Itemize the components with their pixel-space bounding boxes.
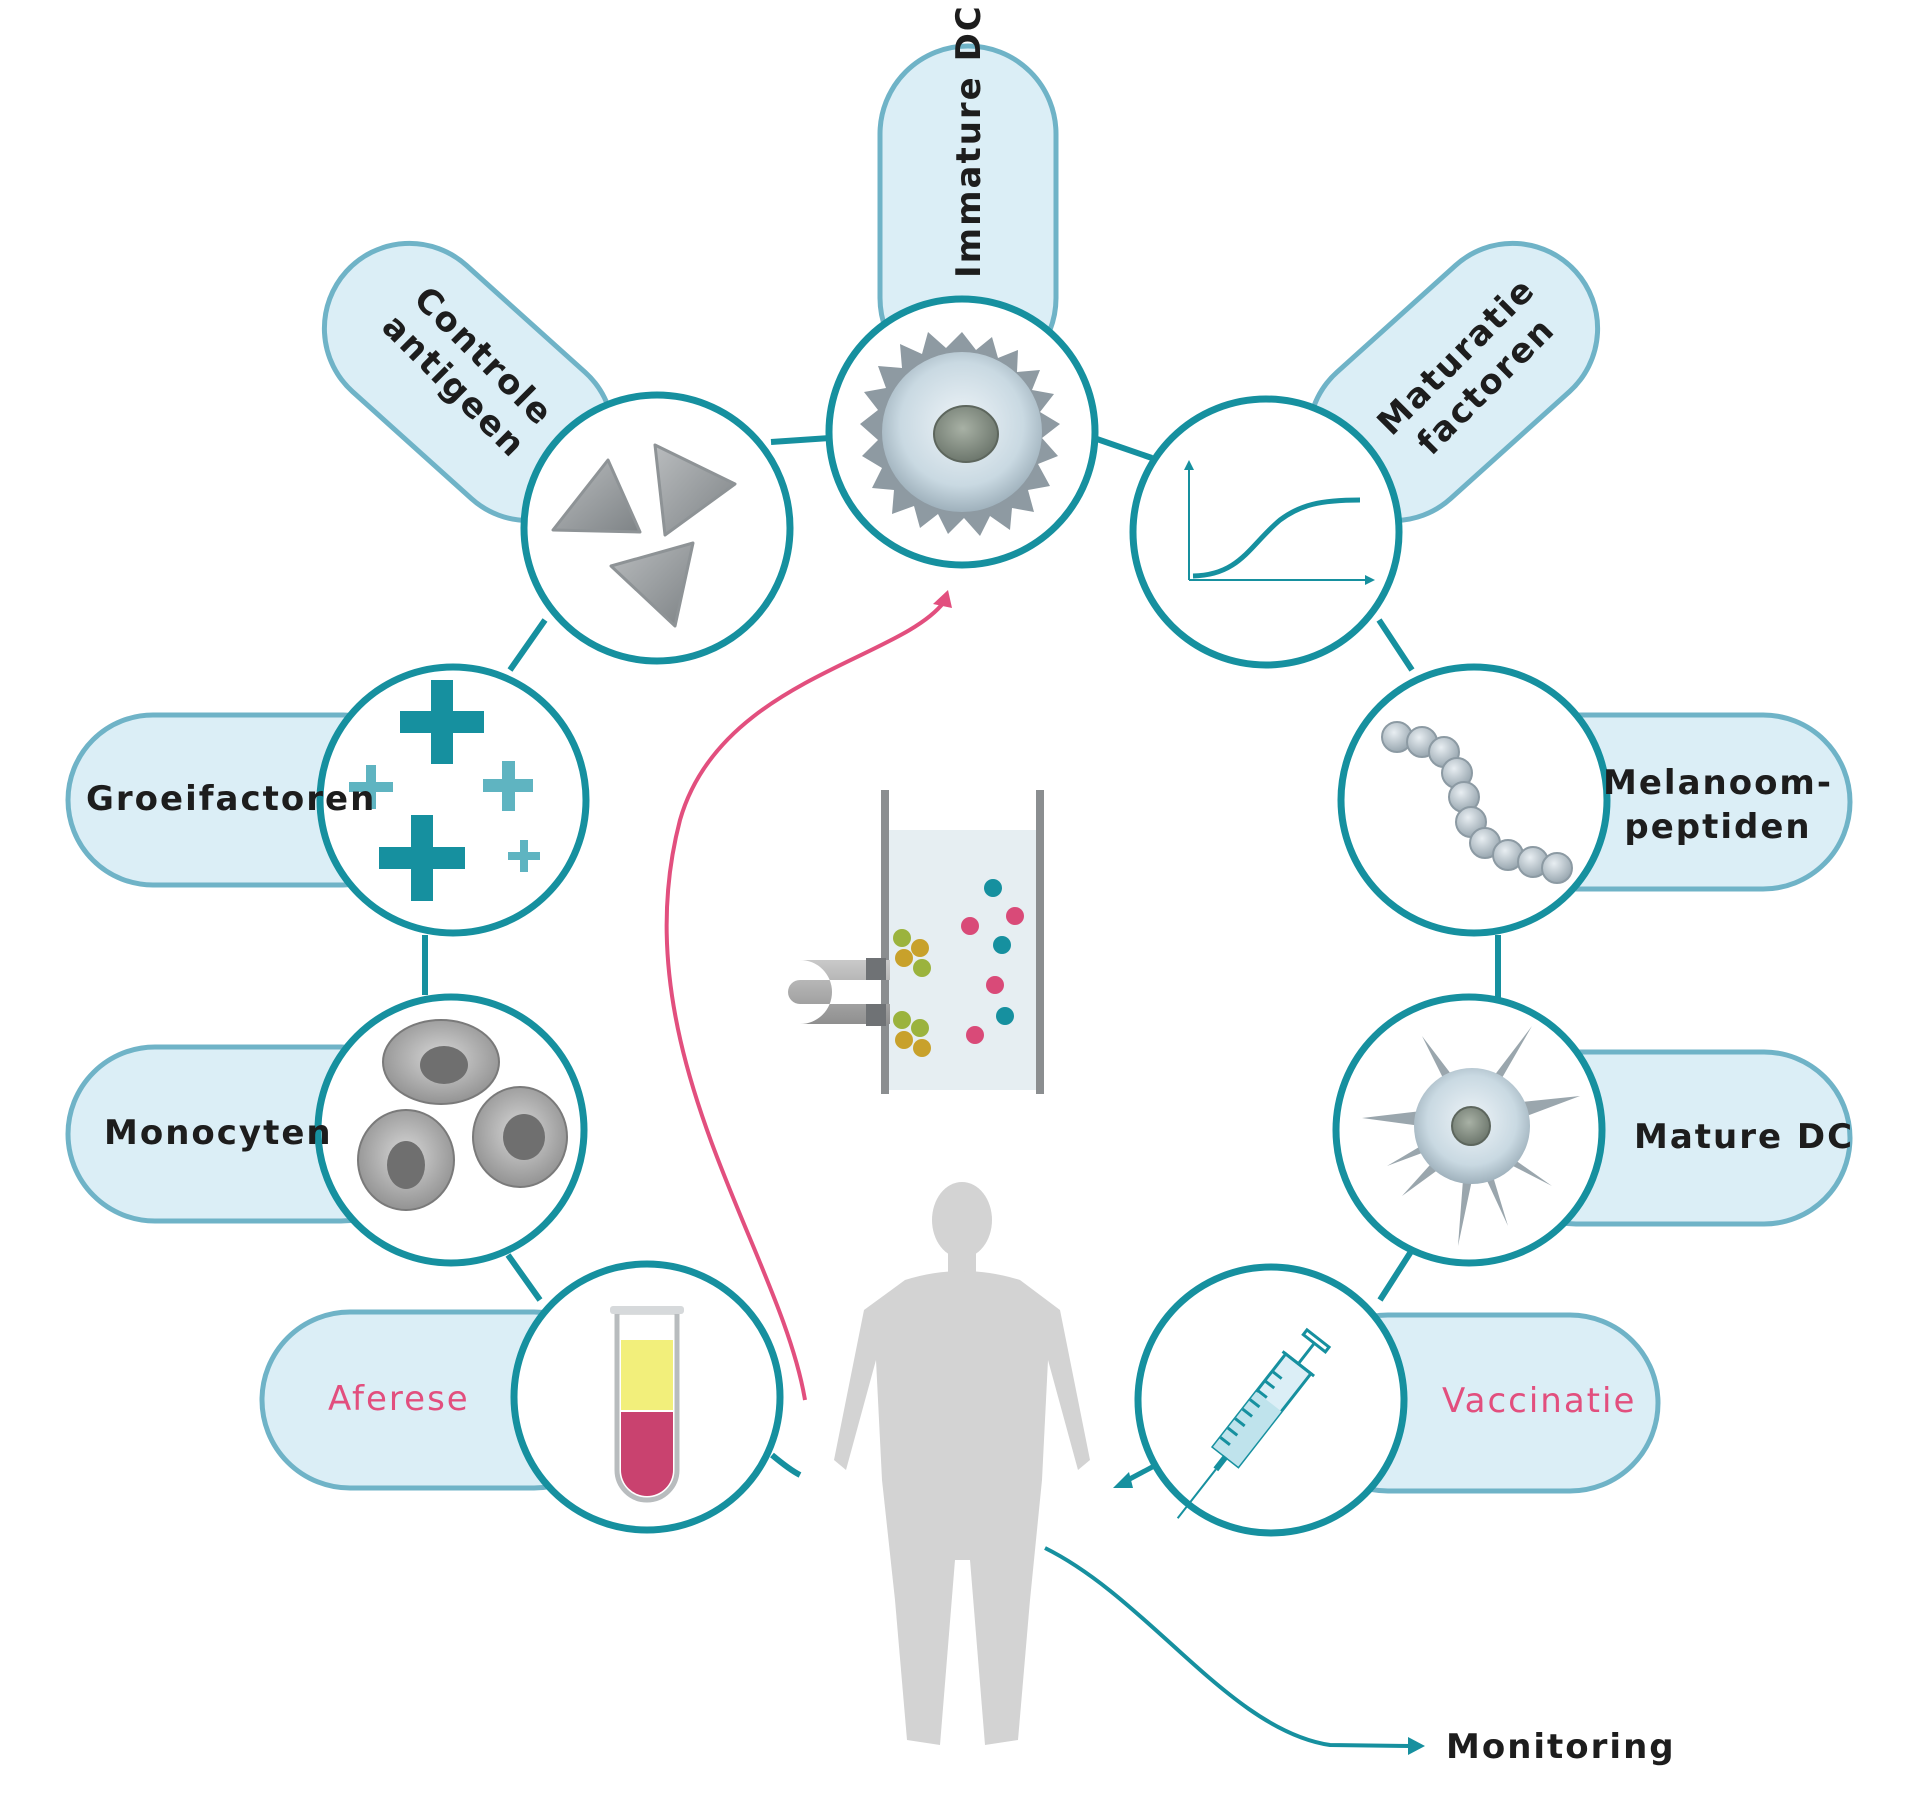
- aferese-to-immature-dc-arrow: [664, 600, 946, 1401]
- label-melanoom-line2: peptiden: [1624, 807, 1811, 847]
- label-vaccinatie: Vaccinatie: [1442, 1381, 1636, 1421]
- label-immature-dc: Immature DC: [949, 4, 989, 278]
- cycle-connectors: [422, 435, 1501, 1478]
- peptide-chain-icon: [1381, 721, 1573, 884]
- ring-controle-antigeen: [520, 391, 794, 665]
- growth-factor-plus-icon: [349, 680, 540, 901]
- monocyte-cells-icon: [357, 1019, 568, 1211]
- syringe-icon: [1176, 1327, 1332, 1519]
- human-figure-icon: [834, 1182, 1090, 1745]
- antigen-triangles-icon: [551, 443, 737, 628]
- label-melanoom-line1: Melanoom-: [1603, 763, 1833, 803]
- patient-to-monitoring-arrow: [1044, 1546, 1411, 1748]
- label-mature-dc: Mature DC: [1634, 1117, 1854, 1157]
- label-groeifactoren: Groeifactoren: [86, 779, 376, 819]
- label-monocyten: Monocyten: [104, 1113, 333, 1153]
- label-aferese: Aferese: [328, 1379, 470, 1419]
- mature-dc-cell-icon: [1362, 1026, 1580, 1246]
- teal-arrowhead-icon: [1113, 1472, 1133, 1488]
- magnetic-separation-icon: [788, 790, 1044, 1094]
- free-cells: [961, 879, 1024, 1044]
- immature-dc-cell-icon: [860, 332, 1060, 536]
- pink-arrowhead-icon: [933, 590, 952, 608]
- teal-arrowhead-monitoring-icon: [1408, 1737, 1425, 1755]
- magnetic-beads: [893, 929, 931, 1057]
- sigmoid-curve-icon: [1184, 460, 1375, 585]
- label-monitoring: Monitoring: [1446, 1727, 1676, 1767]
- test-tube-icon: [610, 1306, 684, 1503]
